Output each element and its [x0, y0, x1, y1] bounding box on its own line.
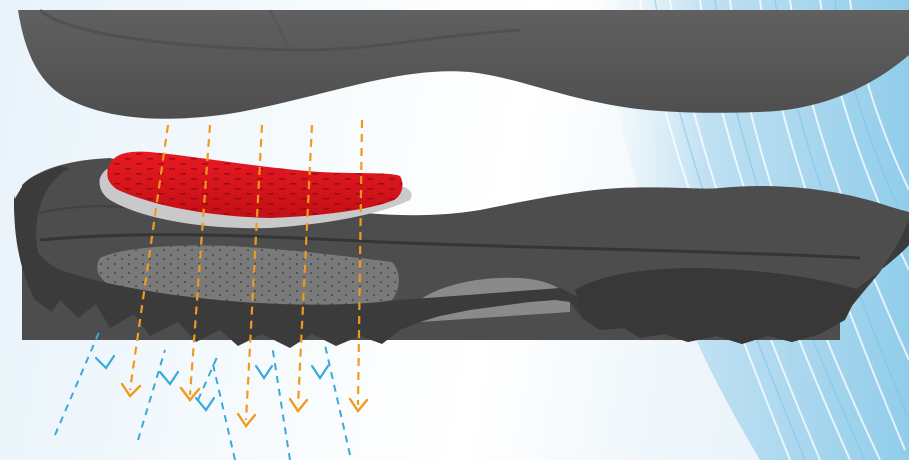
blue-dashed-arrow-icon: [55, 330, 350, 460]
upper-sole: [18, 10, 909, 119]
orange-arrow-heads: [122, 384, 367, 426]
